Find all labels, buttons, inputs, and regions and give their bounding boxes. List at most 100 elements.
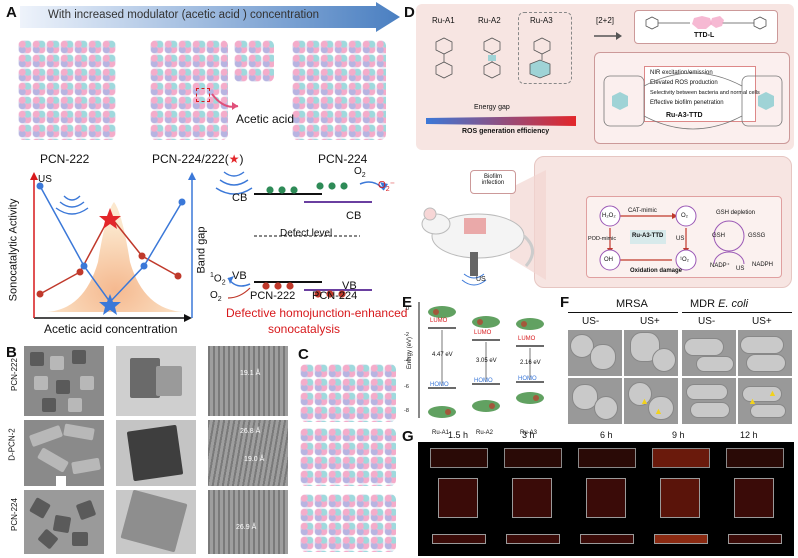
confocal-3d-6h (578, 448, 636, 468)
mech-oh: OH (604, 257, 613, 263)
mech-nadp: NADP⁺ (710, 263, 730, 269)
time-6h: 6 h (600, 430, 613, 440)
confocal-xy-9h (660, 478, 700, 518)
reaction-label: [2+2] (596, 16, 615, 25)
damage-arrow-icon: ▲ (640, 396, 649, 406)
label-pcn-222: PCN-222 (40, 152, 90, 166)
defect-highlight-box (196, 88, 210, 102)
gap-1: 4.47 eV (432, 352, 453, 358)
modulator-banner-arrow (20, 2, 400, 32)
ytick-4: -4 (404, 358, 409, 364)
confocal-xz-3h (506, 534, 560, 544)
band-cb2-label: CB (346, 210, 362, 222)
energy-gap-label: Energy gap (474, 104, 510, 111)
band-diagram (215, 171, 388, 299)
pcn-222-structure (18, 40, 116, 140)
panel-label-c: C (298, 346, 309, 363)
damage-arrow-icon: ▲ (748, 396, 757, 406)
group-mdr-e-coli: MDR E. coli (690, 298, 748, 310)
time-12h: 12 h (740, 430, 758, 440)
feature-1: NIR excitation/emission (650, 70, 713, 76)
energy-gap-bar (426, 116, 576, 126)
acetic-acid-fragment (234, 40, 274, 82)
band-o2-bottom-sub: 2 (217, 296, 222, 303)
confocal-3d-9h (652, 448, 710, 468)
sem-ecoli-us-plus-top (738, 330, 792, 376)
sem-mrsa-us-plus-bottom: ▲ ▲ (624, 378, 678, 424)
confocal-3d-12h (726, 448, 784, 468)
band-vb-label: VB (232, 270, 247, 282)
sem-ecoli-us-plus-bottom: ▲ ▲ (738, 378, 792, 424)
group-mdr-text: MDR (690, 298, 719, 310)
confocal-xz-9h (654, 534, 708, 544)
panel-label-b: B (6, 344, 17, 361)
product-label: Ru-A3-TTD (666, 112, 703, 119)
col-us-plus-2: US+ (752, 316, 772, 327)
time-1-5h: 1.5 h (448, 430, 469, 440)
band-red-text-1: Defective homojunction-enhanced (226, 306, 408, 320)
damage-arrow-icon: ▲ (768, 388, 777, 398)
mrsa-underline (568, 312, 678, 313)
label-pcn-224-222-close: ) (239, 152, 244, 166)
ligand-label: TTD-L (694, 32, 715, 39)
tem-pcn-224 (116, 490, 196, 554)
band-cb-label: CB (232, 192, 248, 204)
measurement-26-8: 26.8 Å (240, 428, 261, 435)
band-singlet-o2-label: 1O2 (210, 272, 226, 286)
features-box (644, 66, 756, 122)
ecoli-underline (682, 312, 792, 313)
hrtem-pcn-222 (208, 346, 288, 416)
damage-arrow-icon: ▲ (654, 406, 663, 416)
band-o2-minus-sub: 2 (385, 186, 390, 193)
label-pcn-224-222-text: PCN-224/222( (152, 152, 229, 166)
lumo-3: LUMO (518, 336, 536, 342)
lumo-2: LUMO (474, 330, 492, 336)
mech-nadph: NADPH (752, 262, 774, 268)
ytick-2: -2 (404, 332, 409, 338)
group-mrsa: MRSA (616, 298, 648, 310)
band-singlet-sup: 1 (210, 272, 214, 279)
band-vb2-label: VB (342, 280, 357, 292)
energy-axis (418, 302, 420, 418)
row-label-pcn-222: PCN-222 (9, 358, 19, 391)
acetic-acid-label: Acetic acid (236, 112, 295, 126)
ligand-structure (645, 16, 767, 30)
band-o2-sub: 2 (361, 172, 366, 179)
time-9h: 9 h (672, 430, 685, 440)
panel-c-structure-2 (300, 428, 396, 486)
panel-label-g: G (402, 428, 414, 445)
homo-3: HOMO (518, 376, 537, 382)
panel-c-structure-3 (300, 494, 396, 552)
plot-y-label: Sonocatalytic Activity (7, 198, 20, 302)
macrocycle-structure (603, 72, 783, 130)
mech-h2o2: H₂O₂ (602, 213, 616, 219)
complex-label-e2: Ru-A2 (476, 430, 494, 436)
mech-gsh-depletion: GSH depletion (716, 210, 756, 216)
white-marker-bar (56, 476, 66, 490)
gap-2: 3.05 eV (476, 358, 497, 364)
pcn-224-structure (292, 40, 386, 140)
ru-complex-structures (435, 37, 551, 79)
band-left-label: PCN-222 (250, 290, 296, 302)
sem-d-pcn-2 (24, 420, 104, 486)
reaction-arrow (594, 32, 622, 40)
label-pcn-224-222: PCN-224/222(★) (152, 152, 243, 166)
sonocatalytic-plot (30, 172, 196, 322)
homo-2: HOMO (474, 378, 493, 384)
hrtem-d-pcn-2 (208, 420, 288, 486)
complex-label-e3: Ru-A3 (520, 430, 538, 436)
us-label-mouse: US (476, 276, 486, 283)
mech-oxidation: Oxidation damage (630, 268, 683, 274)
confocal-3d-1-5h (430, 448, 488, 468)
measurement-19-1: 19.1 Å (240, 370, 261, 377)
band-o2-bottom-text: O (210, 290, 218, 301)
time-3h: 3 h (522, 430, 535, 440)
measurement-19-0: 19.0 Å (244, 456, 265, 463)
mech-pod: POD-mimic (588, 236, 617, 242)
ytick-0: 0 (406, 306, 410, 312)
confocal-xy-6h (586, 478, 626, 518)
panel-label-a: A (6, 4, 17, 21)
panel-label-d: D (404, 4, 415, 21)
confocal-panel (418, 442, 794, 556)
complex-ru-a2: Ru-A2 (478, 16, 501, 25)
